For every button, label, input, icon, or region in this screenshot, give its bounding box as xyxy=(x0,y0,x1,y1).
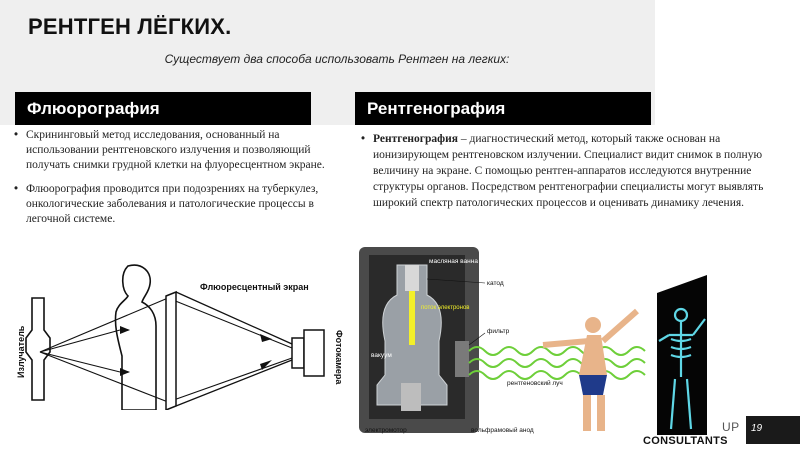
radiography-term: Рентгенография xyxy=(373,133,458,145)
xray-waves xyxy=(468,346,646,380)
emitter-label: Излучатель xyxy=(16,325,26,378)
fluorography-bullet-1: Скрининговый метод исследования, основан… xyxy=(14,128,329,173)
camera-body xyxy=(303,329,325,377)
brand-logo-top: UP xyxy=(722,420,740,434)
xray-apparatus-illustration: масляная ванна поток электронов вакуум к… xyxy=(357,245,797,435)
ray-arrow-1 xyxy=(120,326,130,334)
slide-subtitle: Существует два способа использовать Рент… xyxy=(164,52,510,66)
anode xyxy=(401,383,421,411)
radiography-text: Рентгенография – диагностический метод, … xyxy=(361,131,798,220)
fluorography-text: Скрининговый метод исследования, основан… xyxy=(14,128,329,236)
slide-title: РЕНТГЕН ЛЁГКИХ. xyxy=(28,14,232,39)
cathode-label: катод xyxy=(487,280,504,287)
skeleton-image xyxy=(658,307,706,430)
ray-arrow-4 xyxy=(260,360,272,370)
ray-label: рентгеновский луч xyxy=(507,379,563,387)
filter-window xyxy=(455,341,469,377)
fluorography-bullet-2: Флюорография проводится при подозрениях … xyxy=(14,182,329,227)
ray-arrow-3 xyxy=(260,334,272,342)
page-number-box xyxy=(746,416,800,444)
vacuum-label: вакуум xyxy=(371,352,392,359)
cathode xyxy=(405,265,419,291)
radiography-header: Рентгенография xyxy=(355,92,651,125)
motor-label: электромотор xyxy=(365,427,407,434)
fluorography-diagram: Излучатель Флюоресцентный экран Фотокаме… xyxy=(10,260,346,410)
brand-logo-bottom: CONSULTANTS xyxy=(643,435,728,447)
fluorescent-screen xyxy=(165,290,177,410)
fluorography-header: Флюорография xyxy=(15,92,311,125)
emitter-shape xyxy=(25,297,51,401)
bath-label: масляная ванна xyxy=(429,258,478,265)
radiography-description: – диагностический метод, который также о… xyxy=(373,133,764,209)
patient-figure xyxy=(542,308,639,431)
anode-label: вольфрамовый анод xyxy=(471,426,534,434)
xray-paths xyxy=(39,297,293,403)
camera-lens xyxy=(291,337,305,369)
camera-label: Фотокамера xyxy=(334,330,344,385)
screen-label: Флюоресцентный экран xyxy=(200,282,309,292)
electron-beam xyxy=(409,285,415,345)
electron-flow-label: поток электронов xyxy=(421,305,469,311)
page-number: 19 xyxy=(751,423,763,434)
radiography-bullet: Рентгенография – диагностический метод, … xyxy=(361,131,798,211)
filter-label: фильтр xyxy=(487,328,510,335)
patient-silhouette xyxy=(114,264,157,410)
